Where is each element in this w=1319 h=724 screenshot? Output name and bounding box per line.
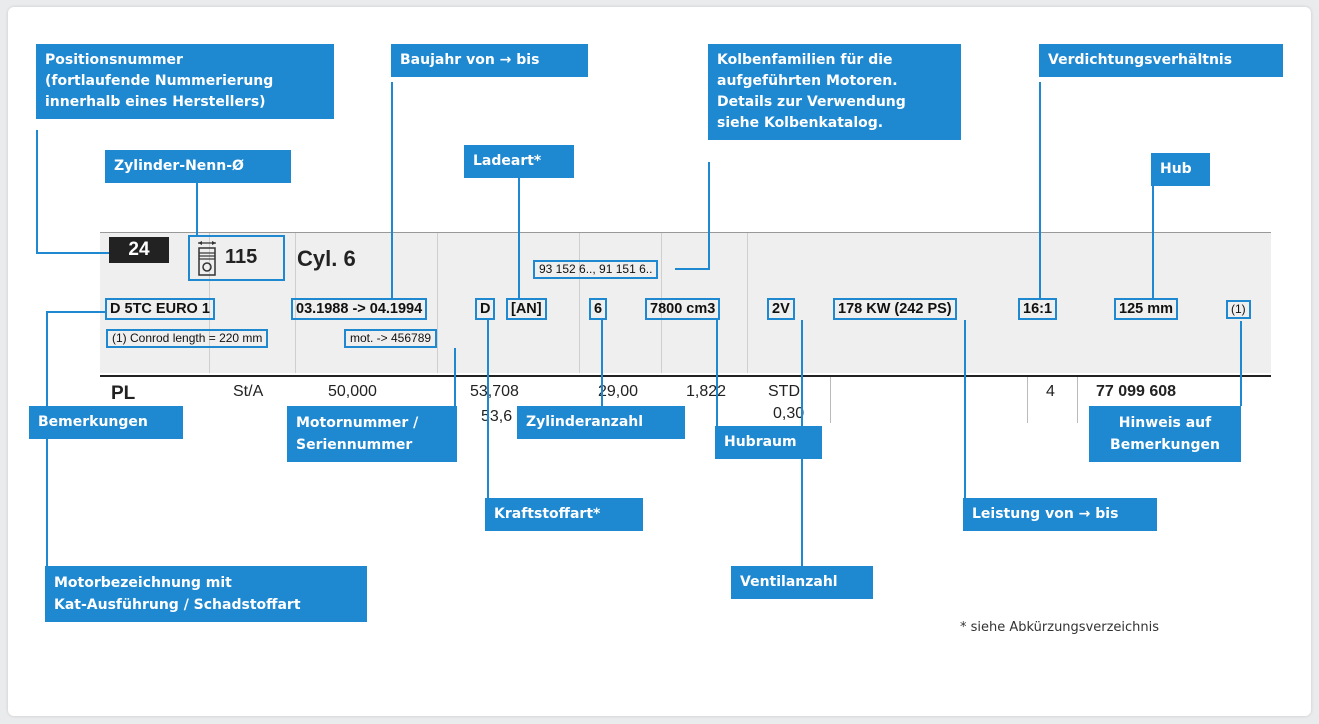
table-value: 53,708: [470, 383, 519, 400]
callout-ventilanzahl: Ventilanzahl: [731, 566, 873, 599]
connector-line: [391, 82, 393, 300]
callout-zylinderanzahl: Zylinderanzahl: [517, 406, 685, 439]
column-divider: [209, 233, 210, 373]
diameter-box: 115: [188, 235, 285, 281]
connector-line: [46, 311, 105, 313]
piston-icon: [198, 241, 216, 276]
quantity: 4: [1046, 383, 1055, 400]
displacement: 7800 cm3: [645, 298, 721, 320]
callout-positionsnummer: Positionsnummer (fortlaufende Nummerieru…: [36, 44, 334, 119]
cylinder-diameter: 115: [225, 246, 258, 268]
size-oversize: 0,30: [773, 405, 805, 422]
remark-text: (1) Conrod length = 220 mm: [106, 329, 269, 348]
connector-line: [1039, 82, 1041, 300]
cylinder-count: 6: [589, 298, 608, 320]
table-value: 50,000: [328, 383, 377, 400]
cylinder-count-label: Cyl. 6: [297, 246, 356, 271]
callout-motorbezeichnung: Motorbezeichnung mit Kat-Ausführung / Sc…: [45, 566, 367, 622]
callout-verdichtungsverhaeltnis: Verdichtungsverhältnis: [1039, 44, 1283, 77]
connector-line: [1152, 186, 1154, 300]
callout-motornummer: Motornummer / Seriennummer: [287, 406, 457, 462]
column-divider: [295, 233, 296, 373]
size-std: STD: [768, 383, 800, 400]
callout-leistung: Leistung von → bis: [963, 498, 1157, 531]
callout-ladeart: Ladeart*: [464, 145, 574, 178]
connector-line: [518, 178, 520, 300]
band-top-rule: [100, 232, 1271, 233]
valve-count: 2V: [767, 298, 795, 320]
connector-line: [1240, 321, 1242, 406]
column-divider: [579, 233, 580, 373]
column-divider: [437, 233, 438, 373]
table-row-rule: [100, 375, 1271, 377]
compression-ratio: 16:1: [1018, 298, 1058, 320]
footnote: * siehe Abkürzungsverzeichnis: [960, 620, 1160, 635]
callout-hub: Hub: [1151, 153, 1210, 186]
column-divider: [1027, 377, 1028, 423]
callout-kraftstoffart: Kraftstoffart*: [485, 498, 643, 531]
engine-number: mot. -> 456789: [344, 329, 438, 348]
column-divider: [661, 233, 662, 373]
connector-line: [487, 320, 489, 498]
table-value: 1,822: [686, 383, 727, 400]
stroke: 125 mm: [1114, 298, 1179, 320]
charge-type: [AN]: [506, 298, 547, 320]
fuel-type: D: [475, 298, 496, 320]
position-number: 24: [109, 237, 169, 263]
connector-line: [36, 252, 109, 254]
callout-hubraum: Hubraum: [715, 426, 822, 459]
connector-line: [46, 311, 48, 408]
engine-designation: D 5TC EURO 1: [105, 298, 215, 320]
power: 178 KW (242 PS): [833, 298, 957, 320]
connector-line: [708, 162, 710, 270]
callout-kolbenfamilien: Kolbenfamilien für die aufgeführten Moto…: [708, 44, 961, 140]
connector-line: [454, 348, 456, 406]
part-number: 77 099 608: [1096, 383, 1177, 400]
callout-zylinder-nenn: Zylinder-Nenn-Ø: [105, 150, 291, 183]
callout-baujahr: Baujahr von → bis: [391, 44, 588, 77]
connector-line: [675, 268, 710, 270]
piston-families: 93 152 6.., 91 151 6..: [533, 260, 659, 279]
connector-line: [601, 320, 603, 406]
connector-line: [46, 438, 48, 566]
table-value: 53,6: [481, 408, 513, 425]
build-years: 03.1988 -> 04.1994: [291, 298, 428, 320]
remark-reference: (1): [1226, 300, 1251, 319]
piston-code: PL: [111, 383, 136, 404]
column-divider: [1077, 377, 1078, 423]
column-divider: [830, 377, 831, 423]
callout-bemerkungen: Bemerkungen: [29, 406, 183, 439]
connector-line: [36, 130, 38, 254]
connector-line: [964, 320, 966, 498]
connector-line: [716, 320, 718, 426]
callout-hinweis: Hinweis auf Bemerkungen: [1089, 406, 1241, 462]
column-divider: [747, 233, 748, 373]
table-value: 29,00: [598, 383, 639, 400]
material: St/A: [233, 383, 264, 400]
connector-line: [196, 183, 198, 237]
